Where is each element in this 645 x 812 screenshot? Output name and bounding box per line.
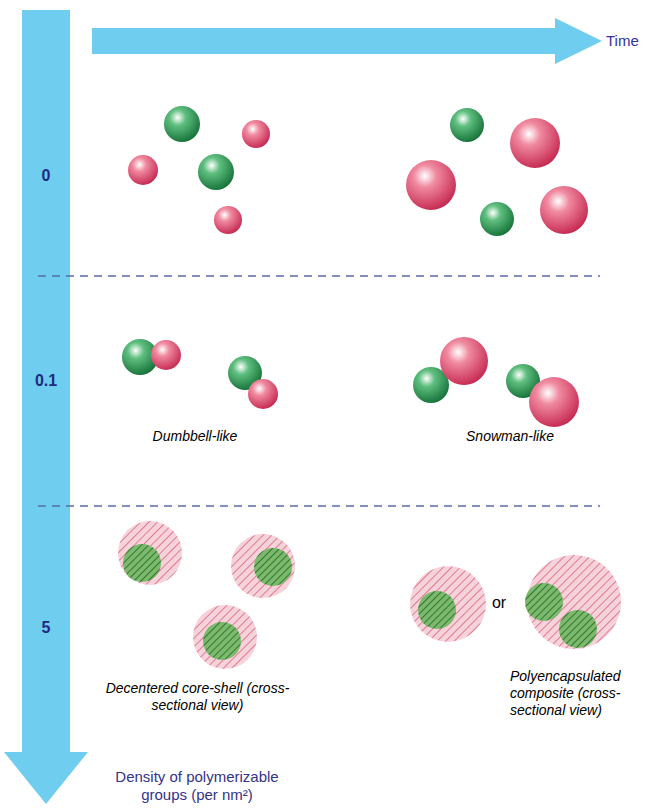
morphology-label: Dumbbell-like	[110, 428, 280, 445]
axis-title: Time	[606, 32, 645, 50]
morphology-label: Snowman-like	[425, 428, 595, 445]
density-value: 5	[22, 618, 70, 637]
axis-title: Density of polymerizable groups (per nm²…	[92, 768, 302, 804]
separate-particles	[406, 108, 588, 236]
core-shell-particles	[118, 521, 295, 669]
density-arrow	[4, 10, 88, 804]
snowman-particles	[413, 337, 579, 427]
or-label: or	[484, 593, 514, 612]
polyencapsulated-particles	[410, 555, 621, 649]
row-divider	[38, 275, 600, 277]
density-value: 0.1	[22, 371, 70, 390]
row-divider	[38, 505, 600, 507]
morphology-label: Decentered core-shell (cross-sectional v…	[100, 680, 295, 714]
morphology-label: Polyencapsulated composite (cross-sectio…	[510, 668, 640, 718]
separate-particles	[128, 106, 270, 234]
dumbbell-particles	[122, 339, 278, 409]
density-value: 0	[22, 166, 70, 185]
time-arrow	[92, 18, 602, 64]
